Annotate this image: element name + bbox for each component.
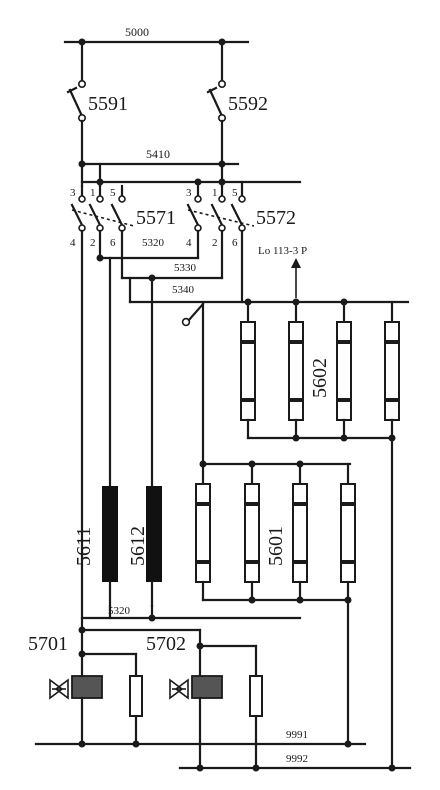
switch-5592: 5592 bbox=[206, 80, 268, 188]
pin-6-5571: 6 bbox=[110, 237, 116, 249]
switch-supply-bus bbox=[80, 178, 302, 186]
pin-5-5572: 5 bbox=[232, 187, 238, 199]
fuse-5601-1 bbox=[195, 483, 211, 583]
fuse-bank-5601-label: 5601 bbox=[265, 526, 287, 566]
valve-5701-label: 5701 bbox=[28, 633, 68, 655]
bus-9991: 9991 bbox=[34, 729, 367, 748]
resistor-5702 bbox=[249, 675, 263, 717]
pin-4-5572: 4 bbox=[186, 237, 192, 249]
pin-2-5571: 2 bbox=[90, 237, 96, 249]
bus-5410-label: 5410 bbox=[146, 147, 170, 161]
fuse-bank-5602: 5602 bbox=[240, 300, 400, 770]
switch-5591-label: 5591 bbox=[88, 93, 128, 115]
pin-3-5572: 3 bbox=[186, 187, 192, 199]
pin-1-5572: 1 bbox=[212, 187, 218, 199]
pin-5-5571: 5 bbox=[110, 187, 116, 199]
annotation-label: Lo 113-3 P bbox=[258, 245, 307, 257]
pin-4-5571: 4 bbox=[70, 237, 76, 249]
bus-5320-lower-label: 5320 bbox=[108, 605, 131, 617]
valve-5702-label: 5702 bbox=[146, 633, 186, 655]
pin-2-5572: 2 bbox=[212, 237, 218, 249]
fuse-5602-1 bbox=[240, 321, 256, 421]
pin-6-5572: 6 bbox=[232, 237, 238, 249]
switch-5572-label: 5572 bbox=[256, 207, 296, 229]
resistor-5701 bbox=[129, 675, 143, 717]
fuse-5601-2 bbox=[244, 483, 260, 583]
fuse-bank-5601: 5601 bbox=[195, 460, 356, 746]
bus-5320-top: 5320 bbox=[96, 229, 200, 262]
bank-selector-switch bbox=[181, 302, 205, 466]
fuse-bank-5602-label: 5602 bbox=[309, 358, 331, 398]
valve-5702: 5702 bbox=[146, 633, 263, 772]
bus-5340: 5340 bbox=[128, 229, 410, 306]
valve-5701-symbol bbox=[49, 678, 64, 700]
coil-5612a bbox=[102, 486, 118, 582]
valve-5701: 5701 bbox=[28, 628, 143, 748]
bus-5330: 5330 bbox=[120, 229, 224, 488]
bus-5330-label: 5330 bbox=[174, 262, 197, 274]
bus-5320-top-label: 5320 bbox=[142, 237, 165, 249]
coil-5612-label: 5612 bbox=[127, 526, 149, 566]
bus-5340-label: 5340 bbox=[172, 284, 195, 296]
line-5611: 5611 bbox=[73, 229, 95, 632]
switch-5592-label: 5592 bbox=[228, 93, 268, 115]
bus-5000: 5000 bbox=[63, 25, 250, 84]
annotation-arrow: Lo 113-3 P bbox=[258, 245, 307, 298]
fuse-5601-3 bbox=[292, 483, 308, 583]
line-5611-label: 5611 bbox=[73, 527, 95, 566]
switch-5572: 3 1 5 4 2 6 5572 bbox=[186, 180, 296, 249]
bus-9991-label: 9991 bbox=[286, 729, 308, 741]
coil-5612-group: 5612 bbox=[102, 256, 162, 608]
bus-5000-label: 5000 bbox=[125, 25, 149, 39]
fuse-5602-2 bbox=[288, 321, 304, 421]
fuse-5601-4 bbox=[340, 483, 356, 583]
fuse-5602-4 bbox=[384, 321, 400, 421]
bus-9992-label: 9992 bbox=[286, 753, 308, 765]
bus-5320-lower: 5320 bbox=[78, 604, 302, 648]
solenoid-5701 bbox=[71, 675, 103, 699]
pin-1-5571: 1 bbox=[90, 187, 96, 199]
fuse-5602-3 bbox=[336, 321, 352, 421]
valve-5702-symbol bbox=[169, 678, 184, 700]
switch-5591: 5591 bbox=[66, 80, 128, 188]
switch-5571: 3 1 5 4 2 6 5571 bbox=[70, 184, 176, 249]
coil-5612b bbox=[146, 486, 162, 582]
solenoid-5702 bbox=[191, 675, 223, 699]
bus-9992: 9992 bbox=[178, 753, 412, 772]
switch-5571-label: 5571 bbox=[136, 207, 176, 229]
bus-5410: 5410 bbox=[78, 147, 240, 188]
pin-3-5571: 3 bbox=[70, 187, 76, 199]
